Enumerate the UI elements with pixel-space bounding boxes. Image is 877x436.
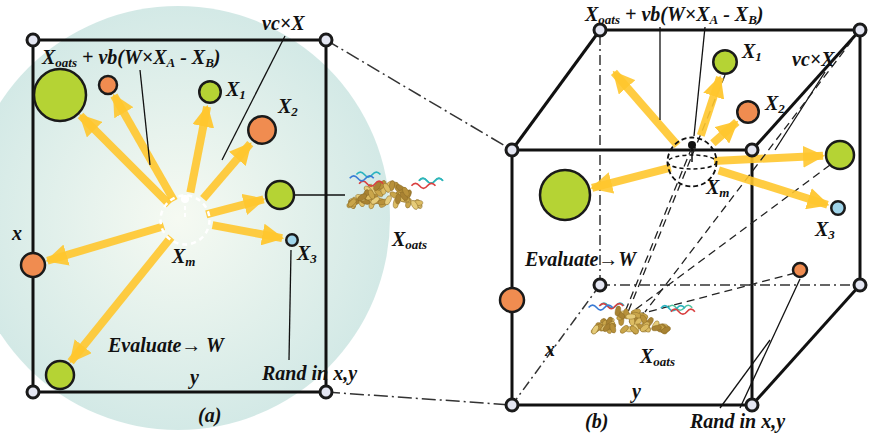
point-label: X2 <box>765 92 785 114</box>
point-label: X2 <box>278 95 298 117</box>
search-arrow <box>203 144 250 199</box>
candidate-circles <box>21 69 854 389</box>
subscript: oats <box>405 237 427 252</box>
point-label: Xm <box>706 176 729 198</box>
food-source: Xoats <box>640 345 675 367</box>
update-formula: Xoats + vb(W×XA - XB) <box>42 46 220 68</box>
panel-label: (b) <box>585 410 608 432</box>
subscript: 2 <box>291 104 298 119</box>
node-shape <box>285 233 299 247</box>
oats-pile <box>589 303 695 335</box>
panel-label: (a) <box>198 404 221 426</box>
point-label: X1 <box>742 40 762 62</box>
subscript: A <box>709 12 718 27</box>
candidate-circle: X2 <box>736 100 760 124</box>
search-arrow <box>592 168 671 188</box>
node-shape <box>198 80 222 104</box>
cube-edges <box>512 30 860 405</box>
subscript: 2 <box>778 101 785 116</box>
evaluation-note: Evaluate→W <box>525 248 636 270</box>
node-shape <box>247 115 277 145</box>
search-region <box>0 6 390 430</box>
search-arrow <box>206 199 263 214</box>
point-label: X3 <box>815 218 835 240</box>
velocity-term: vc×X <box>792 48 835 70</box>
search-arrow <box>190 107 207 193</box>
subscript: 1 <box>239 87 246 102</box>
best-position: Xm <box>666 136 718 188</box>
search-square <box>33 40 326 392</box>
axis-label: y <box>632 380 641 402</box>
point-label: X3 <box>297 242 317 264</box>
subscript: A <box>166 55 175 70</box>
point-label: Xm <box>172 245 195 267</box>
subscript: m <box>719 185 729 200</box>
candidate-circle: X3 <box>285 233 299 247</box>
subscript: 1 <box>755 49 762 64</box>
subscript: oats <box>598 12 620 27</box>
hidden-edges <box>512 30 860 405</box>
best-position: Xm <box>159 194 211 246</box>
food-source: Xoats <box>392 228 427 250</box>
corner-dots <box>27 24 866 411</box>
oats-pile <box>346 172 443 210</box>
search-arrow <box>81 116 170 205</box>
subscript: oats <box>55 55 77 70</box>
velocity-term: vc×X <box>262 12 305 34</box>
search-arrow <box>719 170 828 204</box>
axis-label: y <box>190 366 199 388</box>
axis-label: x <box>12 222 22 244</box>
random-note: Rand in x,y <box>690 410 785 432</box>
search-arrow <box>713 122 737 143</box>
subscript: B <box>748 12 757 27</box>
point-label: X1 <box>226 78 246 100</box>
subscript: 3 <box>828 227 835 242</box>
search-arrow <box>47 226 164 260</box>
search-arrow <box>701 77 720 135</box>
search-arrow <box>714 156 823 161</box>
node-shape <box>736 100 760 124</box>
search-arrow <box>213 225 283 238</box>
subscript: oats <box>653 354 675 369</box>
leader-lines <box>140 27 825 408</box>
zoom-lines <box>326 40 512 405</box>
projection-lines <box>625 30 860 314</box>
subscript: 3 <box>310 251 317 266</box>
node-shape <box>712 49 738 75</box>
evaluation-note: Evaluate→ W <box>108 334 224 356</box>
candidate-circle: X1 <box>712 49 738 75</box>
axis-label: x <box>545 338 555 360</box>
search-arrow <box>614 72 678 145</box>
candidate-circle: X2 <box>247 115 277 145</box>
random-note: Rand in x,y <box>262 362 357 384</box>
candidate-circle: X1 <box>198 80 222 104</box>
subscript: m <box>185 254 195 269</box>
node-shape <box>830 200 846 216</box>
update-formula: Xoats + vb(W×XA - XB) <box>585 3 763 25</box>
node-shape <box>159 194 211 246</box>
candidate-circle: X3 <box>830 200 846 216</box>
subscript: B <box>205 55 214 70</box>
